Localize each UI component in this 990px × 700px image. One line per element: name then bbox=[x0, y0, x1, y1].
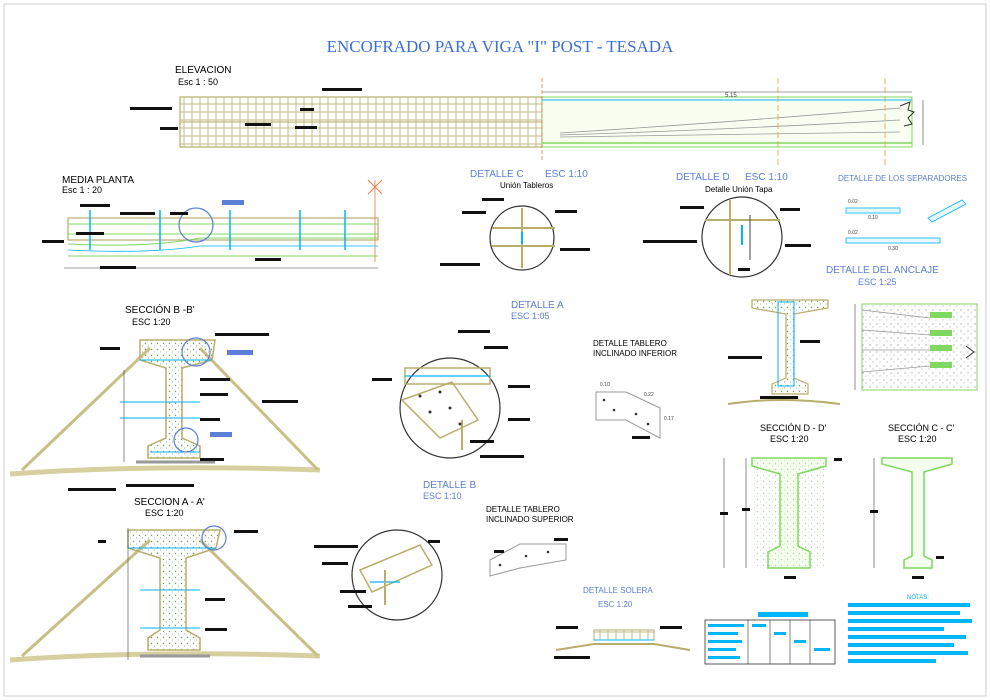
seccion-cc-view: SECCIÓN C - C' ESC 1:20 bbox=[870, 423, 955, 579]
seccion-bb-scale: ESC 1:20 bbox=[132, 317, 171, 327]
tablero-inf-dim-3: 0.17 bbox=[664, 416, 674, 422]
seccion-cc-scale: ESC 1:20 bbox=[898, 434, 937, 444]
sheet-title: ENCOFRADO PARA VIGA "I" POST - TESADA bbox=[327, 37, 674, 56]
detalle-a-scale: ESC 1:05 bbox=[511, 311, 550, 321]
anclaje-scale: ESC 1:25 bbox=[858, 277, 897, 287]
solera-title: DETALLE SOLERA bbox=[583, 586, 653, 595]
seccion-aa-view: SECCION A - A' ESC 1:20 bbox=[9, 497, 321, 663]
media-planta-view: MEDIA PLANTA Esc 1 : 20 bbox=[42, 175, 383, 269]
detalle-b-view: DETALLE B ESC 1:10 bbox=[314, 480, 476, 621]
detalle-a-view: DETALLE A ESC 1:05 bbox=[372, 300, 564, 459]
detalle-c-view: DETALLE C ESC 1:10 Unión Tableros bbox=[440, 169, 590, 271]
tablero-superior-title: DETALLE TABLERO bbox=[486, 505, 560, 514]
detalle-b-title: DETALLE B bbox=[423, 480, 476, 491]
solera-view: DETALLE SOLERA ESC 1:20 bbox=[554, 586, 691, 659]
solera-scale: ESC 1:20 bbox=[598, 600, 633, 609]
media-planta-scale: Esc 1 : 20 bbox=[62, 185, 102, 195]
ground-line bbox=[9, 465, 321, 477]
tablero-inferior-subtitle: INCLINADO INFERIOR bbox=[593, 349, 677, 358]
seccion-bb-title: SECCIÓN B -B' bbox=[125, 303, 195, 316]
notes-title: NOTAS: bbox=[907, 595, 929, 601]
materials-table bbox=[704, 612, 836, 665]
elevacion-dimension: 5.15 bbox=[725, 93, 737, 99]
detalle-d-title: DETALLE D bbox=[676, 172, 730, 183]
separador-dim-4: 0.30 bbox=[888, 246, 898, 252]
anclaje-section bbox=[727, 299, 841, 405]
detalle-c-subtitle: Unión Tableros bbox=[500, 181, 553, 190]
separadores-title: DETALLE DE LOS SEPARADORES bbox=[838, 174, 967, 183]
separador-dim-2: 0.10 bbox=[868, 215, 878, 221]
detalle-d-view: DETALLE D ESC 1:10 Detalle Unión Tapa bbox=[643, 172, 811, 278]
tablero-inferior-title: DETALLE TABLERO bbox=[593, 339, 667, 348]
elevacion-view: ELEVACION Esc 1 : 50 5.15 bbox=[130, 65, 924, 165]
seccion-dd-scale: ESC 1:20 bbox=[770, 434, 809, 444]
seccion-dd-title: SECCIÓN D - D' bbox=[760, 423, 827, 433]
tablero-superior-subtitle: INCLINADO SUPERIOR bbox=[486, 515, 574, 524]
separadores-view: DETALLE DE LOS SEPARADORES 0.02 0.10 0.0… bbox=[838, 174, 967, 252]
seccion-dd-view: SECCIÓN D - D' ESC 1:20 bbox=[720, 423, 842, 579]
seccion-bb-view: SECCIÓN B -B' ESC 1:20 bbox=[9, 303, 321, 491]
seccion-aa-scale: ESC 1:20 bbox=[145, 508, 184, 518]
detalle-a-title: DETALLE A bbox=[511, 300, 564, 311]
notes-block: NOTAS: bbox=[848, 595, 972, 663]
tablero-inferior-view: DETALLE TABLERO INCLINADO INFERIOR 0.10 … bbox=[593, 339, 677, 439]
separador-dim-3: 0.02 bbox=[848, 230, 858, 236]
anclaje-title: DETALLE DEL ANCLAJE bbox=[826, 265, 939, 276]
media-planta-title: MEDIA PLANTA bbox=[62, 175, 134, 186]
elevacion-scale: Esc 1 : 50 bbox=[178, 77, 218, 87]
tablero-inf-dim-1: 0.10 bbox=[600, 382, 610, 388]
anclaje-view: DETALLE DEL ANCLAJE ESC 1:25 bbox=[826, 265, 978, 391]
separador-dim-1: 0.02 bbox=[848, 199, 858, 205]
seccion-aa-title: SECCION A - A' bbox=[134, 497, 205, 508]
tablero-inf-dim-2: 0.22 bbox=[644, 392, 654, 398]
detalle-c-scale: ESC 1:10 bbox=[545, 169, 588, 180]
sheet-border bbox=[3, 3, 987, 697]
detalle-d-subtitle: Detalle Unión Tapa bbox=[705, 185, 773, 194]
detalle-c-title: DETALLE C bbox=[470, 169, 524, 180]
elevacion-title: ELEVACION bbox=[175, 65, 232, 76]
seccion-cc-title: SECCIÓN C - C' bbox=[888, 423, 955, 433]
detalle-d-scale: ESC 1:10 bbox=[745, 172, 788, 183]
detalle-b-scale: ESC 1:10 bbox=[423, 491, 462, 501]
tablero-superior-view: DETALLE TABLERO INCLINADO SUPERIOR bbox=[486, 505, 574, 577]
